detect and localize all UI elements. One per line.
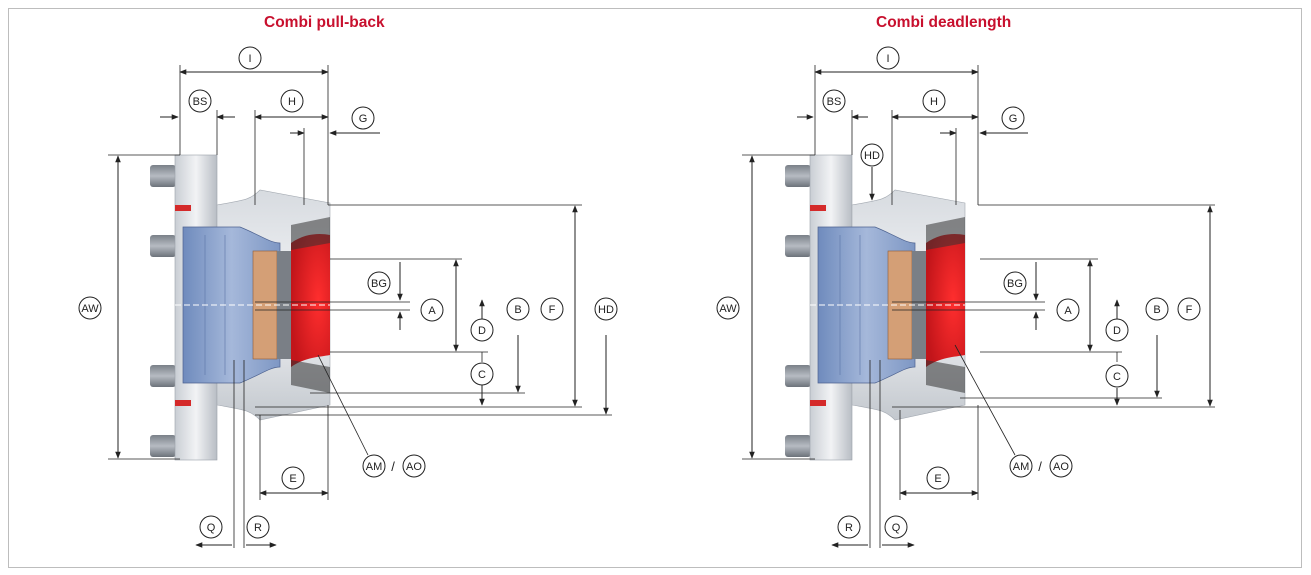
label-am: AM [1013, 461, 1030, 473]
label-aw: AW [719, 303, 737, 315]
label-r: R [845, 522, 853, 534]
label-g: G [359, 113, 368, 125]
label-hd: HD [864, 150, 880, 162]
title-combi-pull-back: Combi pull-back [264, 14, 385, 31]
title-combi-deadlength: Combi deadlength [876, 14, 1012, 31]
coupling-illustration-deadlength [784, 154, 966, 461]
coupling-illustration-pull-back [149, 154, 331, 461]
label-a: A [1064, 305, 1072, 317]
label-b: B [1153, 304, 1160, 316]
label-g: G [1009, 113, 1018, 125]
label-am: AM [366, 461, 383, 473]
label-bs: BS [827, 96, 842, 108]
label-e: E [934, 473, 941, 485]
label-c: C [478, 369, 486, 381]
drawing-combi-deadlength: I BS H G HD AW [716, 46, 1215, 548]
label-f: F [1186, 304, 1193, 316]
label-slash: / [1038, 459, 1042, 474]
label-bg: BG [1007, 278, 1023, 290]
diagram-frame [8, 8, 1302, 568]
label-bg: BG [371, 278, 387, 290]
label-e: E [289, 473, 296, 485]
label-hd: HD [598, 304, 614, 316]
label-ao: AO [1053, 461, 1069, 473]
label-h: H [930, 96, 938, 108]
label-a: A [428, 305, 436, 317]
drawing-combi-pull-back: I BS H G AW BG [78, 46, 618, 548]
label-c: C [1113, 371, 1121, 383]
label-i: I [886, 53, 889, 65]
label-q: Q [207, 522, 216, 534]
label-q: Q [892, 522, 901, 534]
label-d: D [1113, 325, 1121, 337]
label-b: B [514, 304, 521, 316]
label-i: I [248, 53, 251, 65]
label-f: F [549, 304, 556, 316]
label-h: H [288, 96, 296, 108]
label-bs: BS [193, 96, 208, 108]
label-aw: AW [81, 303, 99, 315]
label-d: D [478, 325, 486, 337]
label-r: R [254, 522, 262, 534]
label-slash: / [391, 459, 395, 474]
label-ao: AO [406, 461, 422, 473]
